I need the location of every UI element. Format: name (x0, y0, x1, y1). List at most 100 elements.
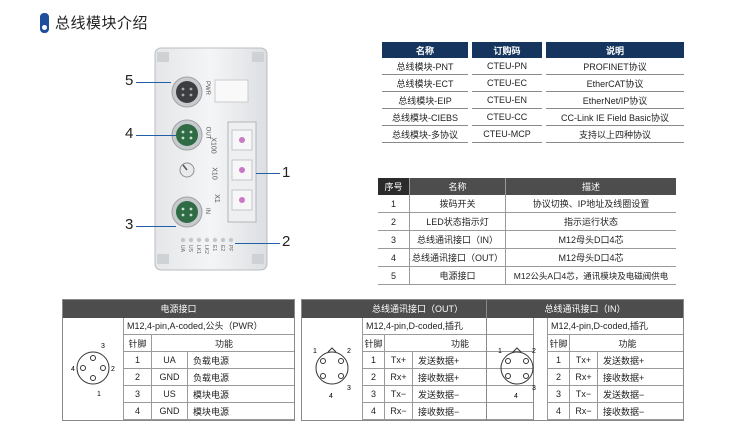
cell: 指示运行状态 (505, 213, 676, 231)
pin-label: 1 (97, 391, 101, 398)
cell: PROFINET协议 (546, 58, 684, 75)
in-pin-rows: 针脚 功能 1 Tx+ 发送数据+ 2 Rx+ 接收数据+ 3 Tx− 发送数据… (547, 335, 683, 420)
callout-2: 2 (282, 233, 291, 250)
product-table: 名称 订购码 说明 总线模块-PNT CTEU-PN PROFINET协议 总线… (378, 42, 688, 143)
cell: 负载电源 (187, 369, 294, 386)
cell: 4 (547, 403, 569, 420)
led-label: UA (179, 245, 185, 252)
cell: EtherNet/IP协议 (546, 92, 684, 109)
cell: 3 (378, 231, 409, 249)
header-function: 功能 (569, 335, 683, 352)
table-row: 1 Tx+ 发送数据+ (547, 352, 683, 369)
table-header-row: 针脚 功能 (362, 335, 533, 352)
header-description: 描述 (505, 178, 676, 195)
table-row: 1 Tx+ 发送数据+ (362, 352, 533, 369)
cell: CTEU-MCP (472, 126, 542, 143)
cell: 2 (547, 369, 569, 386)
in-pin-title: 总线通讯接口（IN） (487, 300, 683, 318)
cell: 2 (123, 369, 151, 386)
cell: 发送数据+ (412, 352, 533, 369)
out-pin-title: 总线通讯接口（OUT） (302, 300, 533, 318)
out-pin-table: 总线通讯接口（OUT） 1 2 3 4 M12,4-pin,D-coded,插孔… (301, 299, 534, 421)
female-connector-pinout-icon: 1 2 3 4 (313, 347, 351, 400)
table-row: 1 拨码开关 协议切换、IP地址及线圈设置 (378, 195, 676, 213)
cell: 3 (547, 386, 569, 403)
cell: 接收数据− (597, 403, 683, 420)
power-pin-rows: 针脚 功能 1 UA 负载电源 2 GND 负载电源 3 US 模块电源 4 G… (123, 335, 294, 420)
table-row: 4 Rx− 接收数据− (547, 403, 683, 420)
pin-label: 4 (71, 366, 75, 373)
cell: 5 (378, 267, 409, 285)
power-pin-table: 电源接口 3 2 1 4 M12,4-pin,A-coded,公头（PWR） 针… (62, 299, 295, 421)
table-row: 4 Rx− 接收数据− (362, 403, 533, 420)
table-row: 总线模块-PNT CTEU-PN PROFINET协议 (382, 58, 684, 75)
cell: 3 (362, 386, 384, 403)
callout-line (136, 226, 176, 227)
led-label: E1 (211, 245, 217, 252)
cell: CTEU-CC (472, 109, 542, 126)
table-row: 总线模块-CIEBS CTEU-CC CC-Link IE Field Basi… (382, 109, 684, 126)
cell: M12母头D口4芯 (505, 231, 676, 249)
product-table-header: 名称 订购码 说明 (382, 42, 684, 58)
section-heading: 总线模块介绍 (40, 12, 148, 33)
cell: 模块电源 (187, 386, 294, 403)
cell: US (151, 386, 187, 403)
header-function: 功能 (151, 335, 294, 352)
header-function: 功能 (384, 335, 533, 352)
table-header-row: 针脚 功能 (547, 335, 683, 352)
callout-5: 5 (125, 72, 134, 89)
cell: 4 (123, 403, 151, 420)
header-pin: 针脚 (547, 335, 569, 352)
cell: 2 (378, 213, 409, 231)
cell: 4 (362, 403, 384, 420)
table-row: 3 Tx− 发送数据− (362, 386, 533, 403)
cell: CC-Link IE Field Basic协议 (546, 109, 684, 126)
pin-label: 2 (347, 348, 351, 355)
table-row: 4 GND 模块电源 (123, 403, 294, 420)
led-label: US (187, 245, 193, 252)
pin-label: 3 (532, 385, 536, 392)
cell: 总线通讯接口（OUT） (409, 249, 505, 267)
cell: 总线模块-ECT (382, 75, 468, 92)
table-row: 3 总线通讯接口（IN） M12母头D口4芯 (378, 231, 676, 249)
cell: UA (151, 352, 187, 369)
cell: 发送数据− (597, 386, 683, 403)
pin-label: 3 (347, 385, 351, 392)
table-row: 2 Rx+ 接收数据+ (547, 369, 683, 386)
cell: Rx− (569, 403, 597, 420)
led-label: LK1 (195, 245, 201, 254)
cell: 发送数据− (412, 386, 533, 403)
cell: 1 (123, 352, 151, 369)
in-label: IN (204, 208, 210, 214)
callout-line (256, 173, 280, 174)
table-row: 3 Tx− 发送数据− (547, 386, 683, 403)
cell: 1 (362, 352, 384, 369)
table-row: 4 总线通讯接口（OUT） M12母头D口4芯 (378, 249, 676, 267)
cell: 接收数据− (412, 403, 533, 420)
cell: 3 (123, 386, 151, 403)
out-spec: M12,4-pin,D-coded,插孔 (362, 318, 533, 335)
cell: LED状态指示灯 (409, 213, 505, 231)
cell: Tx+ (384, 352, 412, 369)
cell: GND (151, 369, 187, 386)
cell: 4 (378, 249, 409, 267)
power-spec: M12,4-pin,A-coded,公头（PWR） (123, 318, 294, 335)
cell: CTEU-EN (472, 92, 542, 109)
header-order-code: 订购码 (472, 42, 542, 58)
cell: 总线模块-CIEBS (382, 109, 468, 126)
callout-line (136, 82, 171, 83)
cell: Rx+ (569, 369, 597, 386)
cell: 总线模块-PNT (382, 58, 468, 75)
table-row: 1 UA 负载电源 (123, 352, 294, 369)
cell: 支持以上四种协议 (546, 126, 684, 143)
power-pin-title: 电源接口 (63, 300, 294, 318)
cell: 模块电源 (187, 403, 294, 420)
table-row: 总线模块-多协议 CTEU-MCP 支持以上四种协议 (382, 126, 684, 143)
interface-table-header: 序号 名称 描述 (378, 178, 676, 195)
header-pin: 针脚 (362, 335, 384, 352)
cell: M12母头D口4芯 (505, 249, 676, 267)
cell: 1 (547, 352, 569, 369)
led-label: E2 (219, 245, 225, 252)
cell: 接收数据+ (412, 369, 533, 386)
cell: 总线模块-多协议 (382, 126, 468, 143)
